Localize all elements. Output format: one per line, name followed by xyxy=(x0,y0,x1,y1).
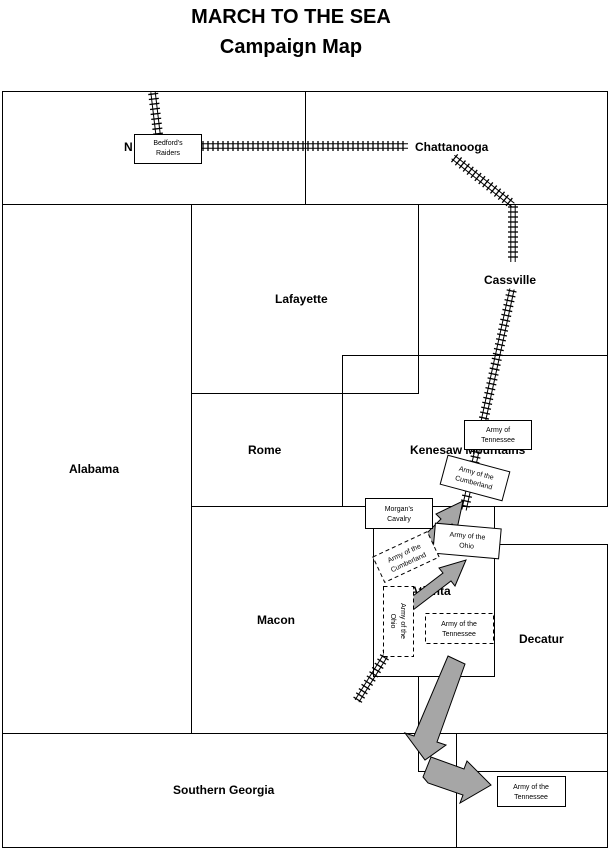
unit-army-of-ohio-atlanta: Army of the Ohio xyxy=(432,522,502,560)
unit-bedfords-raiders: Bedford's Raiders xyxy=(134,134,202,164)
railroad-chattanooga-cassville xyxy=(450,153,518,262)
label-southern-georgia: Southern Georgia xyxy=(173,783,275,797)
label-rome: Rome xyxy=(248,443,282,457)
svg-text:Army of the: Army of the xyxy=(399,603,406,639)
railroad-nashville-chattanooga xyxy=(201,141,408,151)
unit-army-of-tennessee-kenesaw: Army of Tennessee xyxy=(464,420,532,450)
unit-army-of-tennessee-atlanta: Army of the Tennessee xyxy=(425,613,494,644)
svg-text:Tennessee: Tennessee xyxy=(442,631,476,638)
unit-army-of-tennessee-southeast: Army of the Tennessee xyxy=(497,776,566,807)
label-decatur: Decatur xyxy=(519,632,564,646)
railroad-nashville-north xyxy=(148,91,164,135)
svg-text:Army of the: Army of the xyxy=(513,784,549,791)
unit-morgans-cavalry: Morgan's Cavalry xyxy=(365,498,433,529)
label-chattanooga: Chattanooga xyxy=(415,140,489,154)
label-alabama: Alabama xyxy=(69,462,119,476)
label-lafayette: Lafayette xyxy=(275,292,328,306)
svg-text:Army of the: Army of the xyxy=(449,531,485,541)
svg-text:Army of the: Army of the xyxy=(441,621,477,628)
svg-text:Tennessee: Tennessee xyxy=(514,794,548,801)
arrow-southeast xyxy=(422,756,492,805)
unit-army-of-ohio-vertical: Army of the Ohio xyxy=(383,586,414,657)
svg-text:Morgan's: Morgan's xyxy=(385,506,414,513)
label-macon: Macon xyxy=(257,613,295,627)
arrow-to-atlanta xyxy=(404,559,467,611)
svg-text:Bedford's: Bedford's xyxy=(153,140,183,147)
svg-text:Army of: Army of xyxy=(486,427,510,434)
label-nashville: N xyxy=(124,140,133,154)
arrow-south xyxy=(403,655,466,761)
svg-text:Raiders: Raiders xyxy=(156,150,181,157)
svg-text:Tennessee: Tennessee xyxy=(481,437,515,444)
svg-text:Ohio: Ohio xyxy=(459,542,474,550)
svg-text:Cavalry: Cavalry xyxy=(387,516,411,523)
map-title: MARCH TO THE SEA xyxy=(191,6,391,28)
map-subtitle: Campaign Map xyxy=(219,36,363,58)
unit-army-of-cumberland-kenesaw: Army of the Cumberland xyxy=(439,454,511,502)
label-cassville: Cassville xyxy=(484,273,536,287)
svg-text:Ohio: Ohio xyxy=(389,614,396,629)
